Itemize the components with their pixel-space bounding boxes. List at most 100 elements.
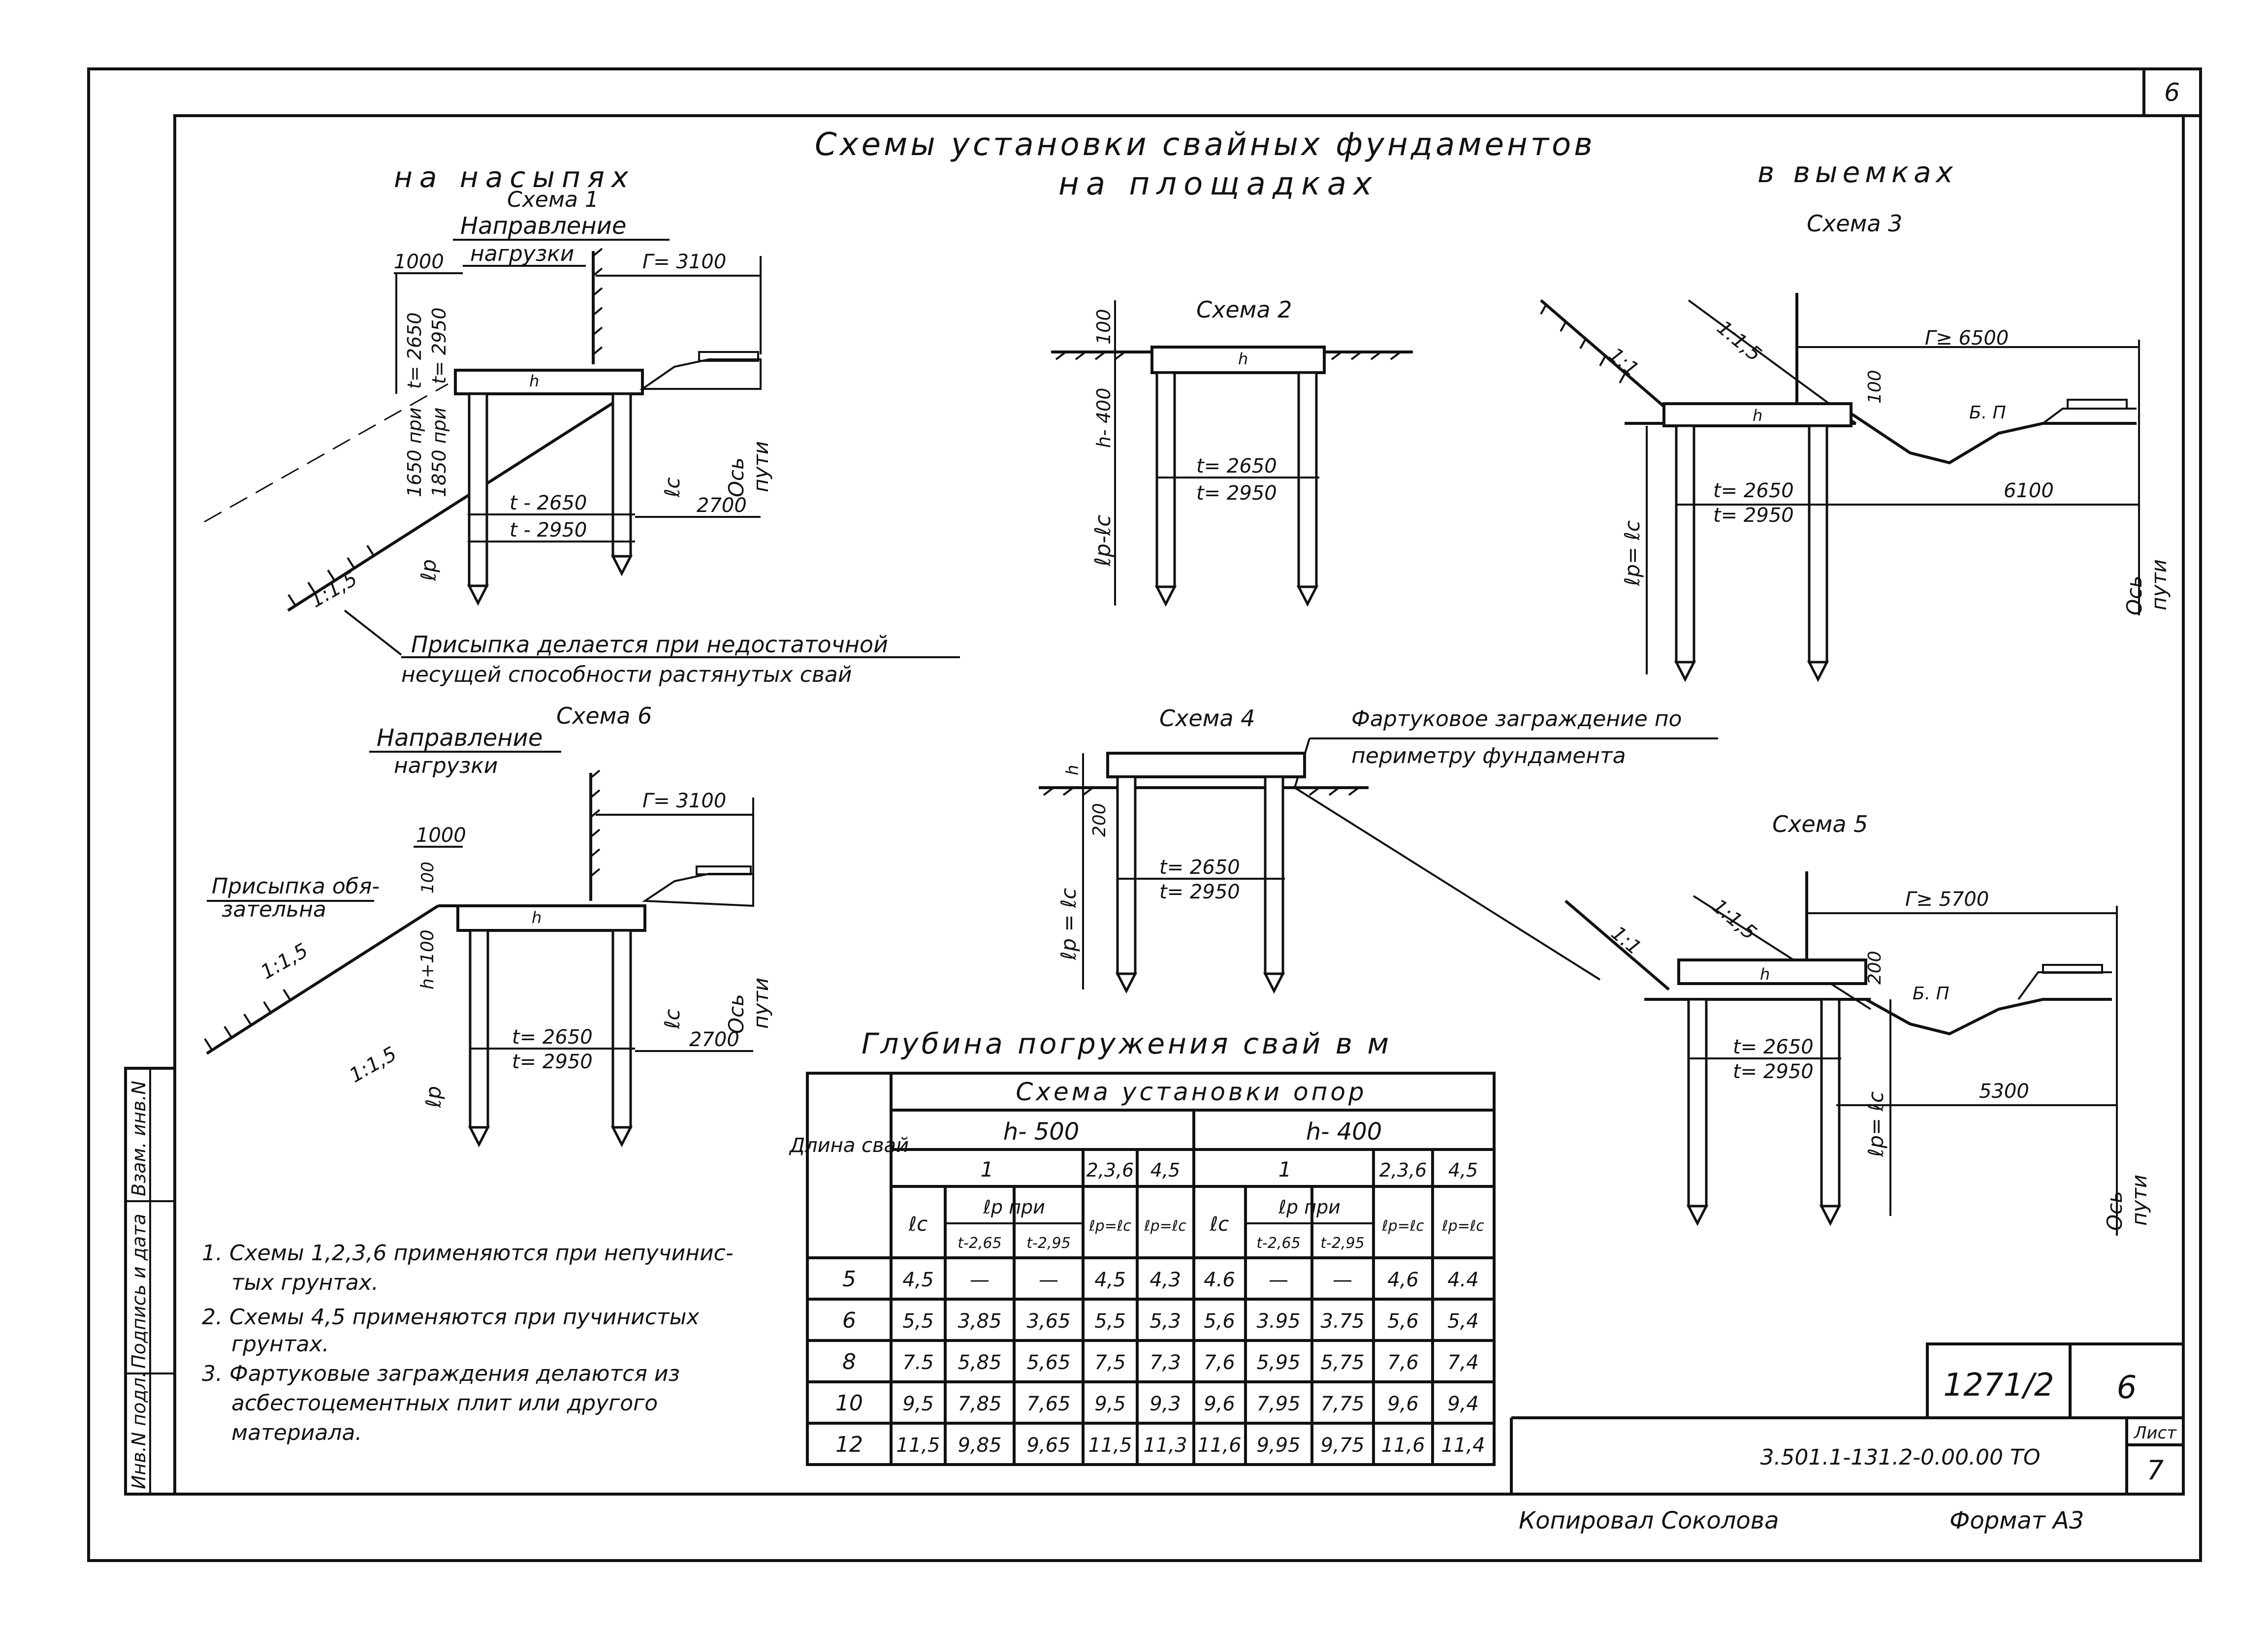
scheme6-dim-2700: 2700 xyxy=(689,1028,739,1051)
note-3-line-1: 3. Фартуковые заграждения делаются из xyxy=(202,1361,680,1386)
table-cell: 5,6 xyxy=(1387,1310,1419,1333)
scheme6-dim-g: Г= 3100 xyxy=(642,790,726,812)
table-cell: 9,4 xyxy=(1447,1393,1479,1415)
table-ep-eq-c: ℓр=ℓс xyxy=(1381,1217,1424,1235)
table-cell: 3,65 xyxy=(1026,1310,1070,1333)
table-ep-pri-b: ℓр при xyxy=(1278,1196,1341,1218)
scheme4-note-2: периметру фундамента xyxy=(1351,743,1626,768)
note-2-line-2: грунтах. xyxy=(231,1332,329,1357)
scheme3-axis-2: пути xyxy=(2147,559,2171,610)
scheme1-note-2: несущей способности растянутых свай xyxy=(401,662,852,687)
scheme4-note-1: Фартуковое заграждение по xyxy=(1351,706,1682,732)
scheme3-dim-6100: 6100 xyxy=(2004,479,2054,502)
table-h400: h- 400 xyxy=(1306,1118,1382,1146)
scheme5-h: h xyxy=(1760,965,1770,984)
note-3-line-2: асбестоцементных плит или другого xyxy=(231,1391,658,1416)
table-cell: 7,5 xyxy=(1094,1351,1126,1374)
list-label: Лист xyxy=(2133,1423,2177,1443)
scheme4-ep-ec: ℓр = ℓс xyxy=(1056,888,1081,960)
scheme6-ep: ℓр xyxy=(421,1086,446,1108)
scheme3-ep-ec: ℓр= ℓс xyxy=(1620,520,1644,586)
scheme-5: Схема 5 1:1,5 1:1 h Б. П Г≥ 5700 200 530… xyxy=(1565,811,2151,1236)
scheme5-slope-2: 1:1 xyxy=(1607,922,1646,959)
album-sheet: 6 xyxy=(2117,1370,2137,1406)
table-sub1-b: 1 xyxy=(1278,1157,1292,1181)
table-sub236-b: 2,3,6 xyxy=(1379,1159,1427,1181)
scheme6-h: h xyxy=(532,908,542,927)
table-sub1-a: 1 xyxy=(981,1157,994,1181)
table-sub236-a: 2,3,6 xyxy=(1086,1159,1134,1181)
table-cell: 7,6 xyxy=(1204,1351,1235,1374)
footer-copied: Копировал Соколова xyxy=(1519,1507,1779,1534)
table-cell: 7,65 xyxy=(1026,1393,1070,1415)
scheme6-label: Схема 6 xyxy=(556,702,652,729)
scheme5-dim-t2950: t= 2950 xyxy=(1733,1060,1814,1083)
table-cell: 5,85 xyxy=(958,1351,1001,1374)
table-cell: 11,5 xyxy=(896,1434,940,1457)
scheme6-ec: ℓс xyxy=(660,1009,684,1029)
scheme2-dim-t2650: t= 2650 xyxy=(1196,455,1277,478)
table-cell: 4,6 xyxy=(1387,1269,1419,1291)
scheme1-label: Схема 1 xyxy=(507,187,599,212)
table-cell: 7,85 xyxy=(958,1393,1001,1415)
scheme2-h: h xyxy=(1238,350,1248,368)
inner-frame xyxy=(173,114,2185,1496)
table-t295-b: t-2,95 xyxy=(1320,1235,1364,1252)
scheme-2: Схема 2 h 100 h- 400 ℓр-ℓс t= 2650 t= 29… xyxy=(1051,296,1413,607)
depth-table: Глубина погружения свай в м Схема устано… xyxy=(789,1027,1496,1466)
table-cell: 9,5 xyxy=(1094,1393,1126,1415)
scheme-1: Схема 1 Направление нагрузки 1000 Г= 310… xyxy=(204,187,960,687)
scheme3-slope-1: 1:1,5 xyxy=(1713,316,1766,366)
scheme3-bp: Б. П xyxy=(1969,403,2006,423)
scheme1-direction-1: Направление xyxy=(460,212,626,240)
section-embankment: на насыпях xyxy=(394,160,635,194)
table-cell: 5,65 xyxy=(1026,1351,1070,1374)
table-ep-eq-a: ℓр=ℓс xyxy=(1088,1217,1131,1235)
scheme5-dim-200: 200 xyxy=(1865,951,1885,985)
scheme1-dim-t2950: t - 2950 xyxy=(510,519,587,542)
section-cuttings: в выемках xyxy=(1757,156,1958,189)
table-cell: 5,5 xyxy=(902,1310,934,1333)
table-h500: h- 500 xyxy=(1003,1118,1080,1146)
subtitle-sites: на площадках xyxy=(1058,166,1379,202)
table-ep-eq-d: ℓр=ℓс xyxy=(1441,1217,1484,1235)
scheme6-dim-100: 100 xyxy=(418,862,438,894)
table-cell: 5 xyxy=(842,1267,856,1292)
scheme5-dim-g: Г≥ 5700 xyxy=(1905,888,1989,911)
scheme6-slope-a: 1:1,5 xyxy=(257,939,312,984)
table-cell: — xyxy=(1333,1269,1352,1291)
side-stamp: Инв.N подл. Подпись и дата Взам. инв.N xyxy=(124,1067,176,1496)
table-cell: 4,5 xyxy=(902,1269,934,1291)
table-cell: 3,85 xyxy=(958,1310,1001,1333)
scheme1-axis-1: Ось xyxy=(724,457,748,497)
table-cell: 9,75 xyxy=(1320,1434,1364,1457)
table-cell: 9,6 xyxy=(1204,1393,1235,1415)
scheme6-dim-t2950: t= 2950 xyxy=(512,1051,593,1073)
note-1-line-1: 1. Схемы 1,2,3,6 применяются при непучин… xyxy=(202,1241,734,1266)
scheme6-fill-note-1: Присыпка обя- xyxy=(212,874,380,899)
table-t295-a: t-2,95 xyxy=(1026,1235,1070,1252)
table-cell: 7,4 xyxy=(1447,1351,1479,1374)
table-col-length-text: Длина свай xyxy=(789,1134,909,1157)
outer-frame xyxy=(87,67,2202,1562)
scheme5-ep-ec: ℓр= ℓс xyxy=(1864,1091,1888,1157)
scheme1-ep: ℓр xyxy=(416,559,441,581)
scheme3-axis-1: Ось xyxy=(2122,575,2146,615)
table-cell: — xyxy=(1269,1269,1288,1291)
scheme5-dim-t2650: t= 2650 xyxy=(1733,1036,1814,1058)
scheme2-ep-ec: ℓр-ℓс xyxy=(1090,515,1116,567)
scheme1-direction-2: нагрузки xyxy=(470,241,574,266)
table-cell: 11,6 xyxy=(1381,1434,1425,1457)
album-number: 1271/2 xyxy=(1943,1367,2054,1404)
table-cell: 8 xyxy=(842,1349,856,1374)
table-cell: 11,5 xyxy=(1088,1434,1132,1457)
scheme1-dim-t2650-vert: t= 2650 xyxy=(404,312,425,389)
scheme2-dim-100: 100 xyxy=(1093,309,1115,345)
scheme1-dim-2700: 2700 xyxy=(697,494,747,517)
scheme1-dim-t2650: t - 2650 xyxy=(510,492,587,514)
table-ep-pri-a: ℓр при xyxy=(983,1196,1045,1218)
table-cell: 4.4 xyxy=(1447,1269,1479,1291)
scheme5-label: Схема 5 xyxy=(1772,811,1868,837)
